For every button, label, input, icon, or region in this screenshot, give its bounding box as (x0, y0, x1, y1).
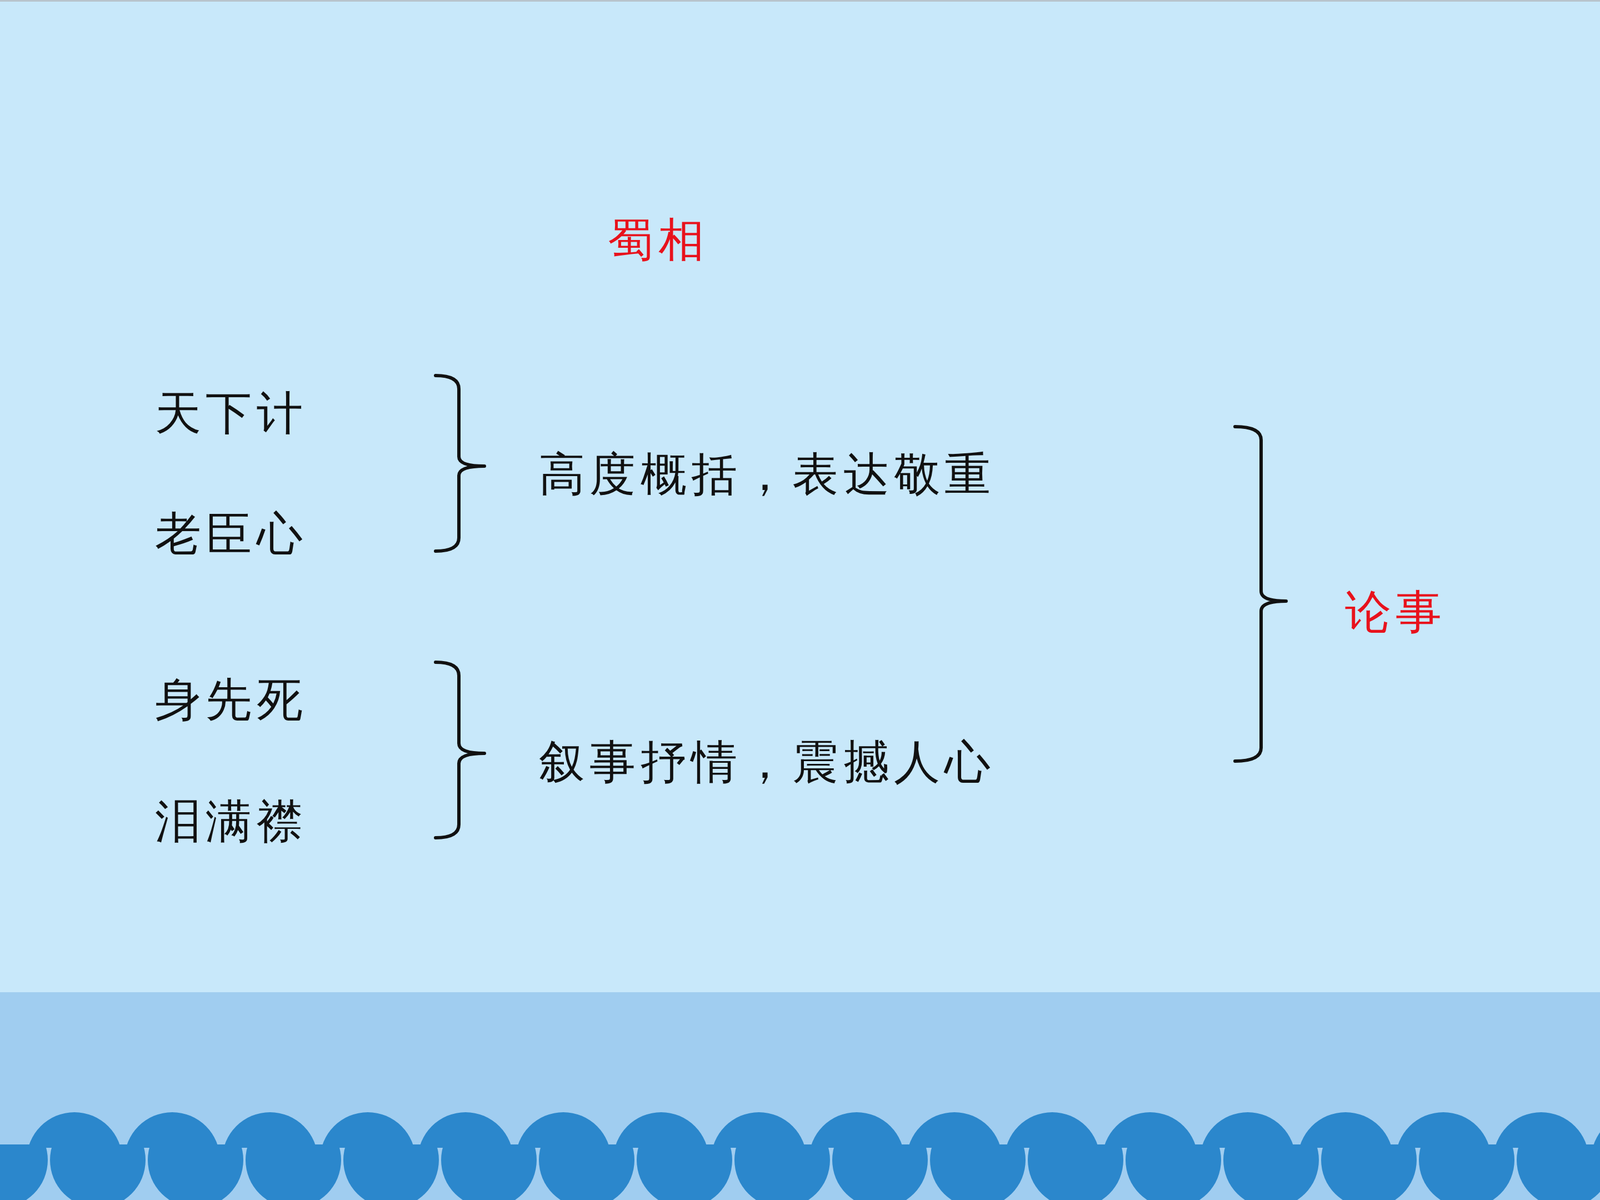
slide-title: 蜀相 (607, 213, 710, 267)
verse-phrase: 老臣心 (155, 507, 308, 560)
summary-text: 高度概括，表达敬重 (538, 447, 996, 501)
verse-phrase: 泪满襟 (155, 795, 308, 848)
verse-phrase: 身先死 (155, 673, 308, 727)
bracket (435, 662, 485, 838)
category-label: 论事 (1345, 585, 1447, 639)
scallop-row (25, 1086, 1600, 1148)
bracket (435, 375, 485, 552)
scallop-row (0, 1144, 1600, 1200)
summary-text: 叙事抒情，震撼人心 (538, 735, 996, 789)
bracket (1235, 426, 1287, 762)
top-edge (0, 0, 1600, 2)
verse-phrase: 天下计 (155, 386, 308, 440)
